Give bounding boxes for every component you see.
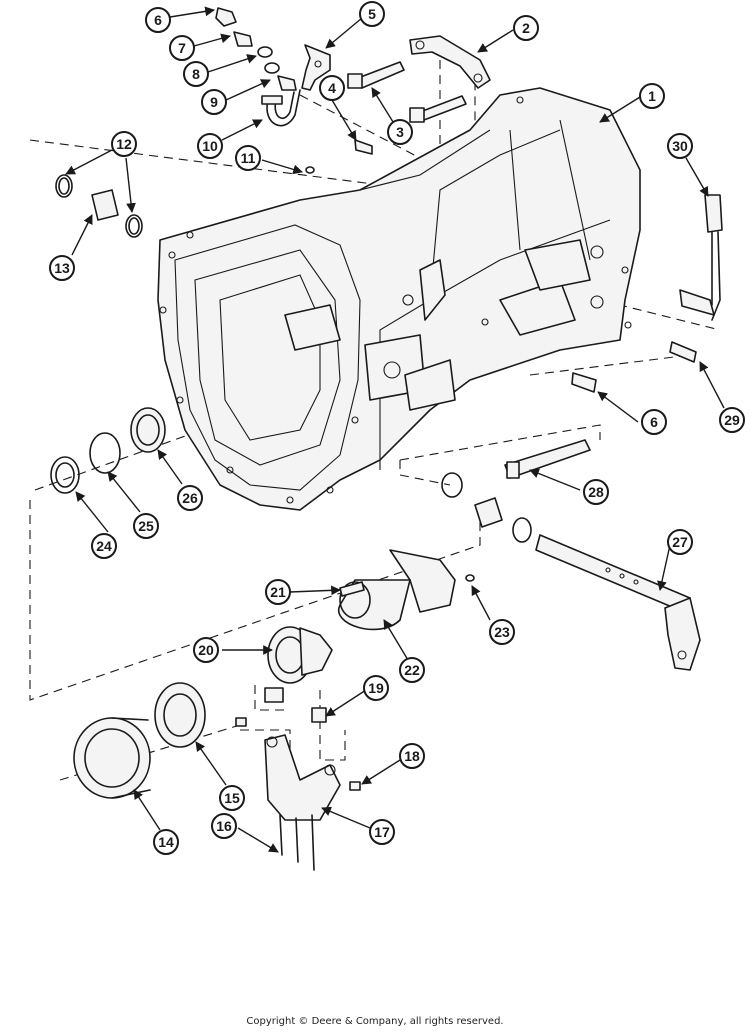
svg-text:17: 17 (374, 824, 390, 840)
bracket-and-bolt (301, 44, 373, 155)
callout-24: 24 (91, 533, 117, 559)
callout-6-right: 6 (641, 409, 667, 435)
sensors-right (571, 194, 723, 393)
svg-text:28: 28 (588, 484, 604, 500)
callout-15: 15 (219, 785, 245, 811)
svg-text:26: 26 (182, 490, 198, 506)
transmission-housing (157, 87, 641, 511)
callout-12-top: 12 (111, 131, 137, 157)
svg-text:23: 23 (494, 624, 510, 640)
callout-5: 5 (359, 1, 385, 27)
svg-text:18: 18 (404, 748, 420, 764)
svg-text:21: 21 (270, 584, 286, 600)
callout-8: 8 (183, 61, 209, 87)
svg-text:8: 8 (192, 66, 200, 82)
svg-text:9: 9 (210, 94, 218, 110)
callout-26: 26 (177, 485, 203, 511)
pilot-bearing (73, 682, 206, 799)
callout-27: 27 (667, 529, 693, 555)
svg-text:3: 3 (396, 124, 404, 140)
callout-21: 21 (265, 579, 291, 605)
svg-text:13: 13 (54, 260, 70, 276)
svg-text:4: 4 (328, 80, 336, 96)
fittings-top (215, 7, 315, 174)
svg-text:29: 29 (724, 412, 740, 428)
svg-text:25: 25 (138, 518, 154, 534)
bolts-and-support-bracket (347, 35, 491, 123)
svg-text:5: 5 (368, 6, 376, 22)
svg-text:15: 15 (224, 790, 240, 806)
callout-17: 17 (369, 819, 395, 845)
callout-22: 22 (399, 657, 425, 683)
callout-13: 13 (49, 255, 75, 281)
svg-text:20: 20 (198, 642, 214, 658)
callout-7: 7 (169, 35, 195, 61)
svg-text:10: 10 (202, 138, 218, 154)
callout-29: 29 (719, 407, 745, 433)
svg-text:6: 6 (650, 414, 658, 430)
callout-19: 19 (363, 675, 389, 701)
callout-1: 1 (639, 83, 665, 109)
svg-text:7: 7 (178, 40, 186, 56)
callout-23: 23 (489, 619, 515, 645)
release-fork-assembly (235, 687, 361, 871)
callout-28: 28 (583, 479, 609, 505)
svg-text:1: 1 (648, 88, 656, 104)
svg-text:16: 16 (216, 818, 232, 834)
callout-3: 3 (387, 119, 413, 145)
callout-9: 9 (201, 89, 227, 115)
svg-text:14: 14 (158, 834, 174, 850)
svg-text:6: 6 (154, 12, 162, 28)
callout-30: 30 (667, 133, 693, 159)
release-shaft-assembly (441, 439, 701, 671)
callout-11: 11 (235, 145, 261, 171)
callout-20: 20 (193, 637, 219, 663)
callout-25: 25 (133, 513, 159, 539)
callouts: 1 2 3 4 5 6 7 8 9 10 11 12 13 14 15 16 1… (49, 1, 745, 855)
release-bearing-and-sleeve (267, 549, 475, 684)
svg-text:12: 12 (116, 136, 132, 152)
callout-6-top: 6 (145, 7, 171, 33)
svg-text:11: 11 (241, 150, 256, 166)
svg-text:27: 27 (672, 534, 688, 550)
seals-and-bearing-front (50, 407, 166, 494)
seals-and-bushing-left (55, 174, 143, 238)
callout-4: 4 (319, 75, 345, 101)
copyright-notice: Copyright © Deere & Company, all rights … (246, 1016, 504, 1027)
svg-text:30: 30 (672, 138, 688, 154)
svg-text:22: 22 (404, 662, 420, 678)
svg-text:2: 2 (522, 20, 530, 36)
callout-10: 10 (197, 133, 223, 159)
callout-16: 16 (211, 813, 237, 839)
callout-14: 14 (153, 829, 179, 855)
svg-text:24: 24 (96, 538, 112, 554)
leader-lines (65, 6, 725, 853)
svg-text:19: 19 (368, 680, 384, 696)
callout-18: 18 (399, 743, 425, 769)
callout-2: 2 (513, 15, 539, 41)
